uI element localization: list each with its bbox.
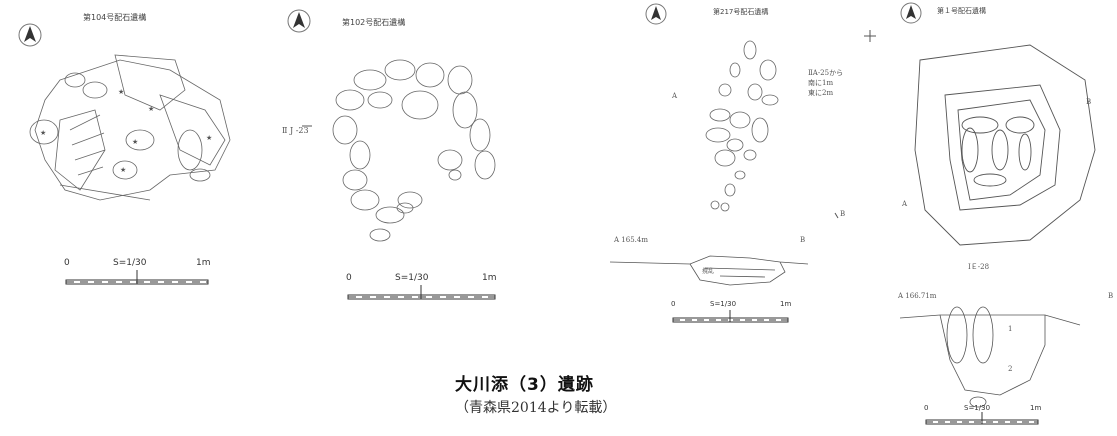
figure-caption: 大川添（3）遺跡 （青森県2014より転載） — [455, 370, 616, 417]
north-arrow-icon — [900, 2, 922, 24]
scale-end: 1m — [196, 258, 211, 268]
panel-title: 第104号配石遺構 — [83, 13, 147, 22]
scale-end: 1m — [482, 273, 497, 283]
star-mark: ★ — [206, 134, 212, 142]
location-note: 南に1m — [808, 79, 834, 87]
star-mark: ★ — [132, 138, 138, 146]
grid-label: Ⅱ J -23 — [282, 126, 309, 135]
location-note: ⅡA-25から — [808, 69, 844, 77]
section-label: B — [800, 236, 806, 244]
scale-zero: 0 — [924, 404, 929, 412]
scale-ratio: S=1/30 — [113, 258, 147, 268]
plan-label: B — [840, 210, 846, 218]
scale-bar — [347, 285, 496, 300]
location-note: 東に2m — [808, 89, 834, 97]
panel-stone-feature-102: 第102号配石遺構 Ⅱ J -23 0 S=1/30 1m — [260, 0, 560, 436]
grid-label: ⅠＥ-28 — [968, 263, 990, 271]
scale-end: 1m — [780, 300, 792, 308]
scale-zero: 0 — [346, 273, 352, 283]
panel-title: 第217号配石遺構 — [713, 8, 769, 16]
section-label: A 166.71m — [898, 292, 937, 300]
panel-stone-feature-104: ★ ★ ★ ★ ★ ★ 第104号配石遺構 0 S=1/30 1m — [0, 0, 260, 436]
feature-102-drawing — [287, 9, 496, 300]
star-mark: ★ — [118, 88, 124, 96]
panel-stone-feature-1: 第１号配石遺構 A B ⅠＥ-28 A 166.71m B 1 2 0 S=1/… — [880, 0, 1117, 436]
scale-ratio: S=1/30 — [964, 404, 991, 412]
caption-source: （青森県2014より転載） — [455, 400, 617, 416]
scale-end: 1m — [1030, 404, 1042, 412]
panel-title: 第102号配石遺構 — [342, 18, 406, 27]
panel-title: 第１号配石遺構 — [937, 7, 986, 15]
section-label: B — [1108, 292, 1114, 300]
feature-217-drawing — [609, 3, 876, 323]
plan-label: B — [1086, 98, 1092, 106]
panel-stone-feature-217: 第217号配石遺構 ⅡA-25から 南に1m 東に2m A 165.4m B A… — [600, 0, 880, 436]
caption-title: 大川添（3）遺跡 — [455, 375, 594, 395]
star-mark: ★ — [40, 129, 46, 137]
scale-zero: 0 — [64, 258, 70, 268]
north-arrow-icon — [287, 9, 311, 33]
north-arrow-icon — [18, 23, 42, 47]
plan-label: A — [672, 92, 678, 100]
section-label: A 165.4m — [614, 236, 648, 244]
feature-104-drawing: ★ ★ ★ ★ ★ ★ — [18, 23, 231, 285]
layer-label: 2 — [1008, 365, 1013, 373]
star-mark: ★ — [120, 166, 126, 174]
plan-label: A — [902, 200, 908, 208]
layer-label: 1 — [1008, 325, 1013, 333]
scale-ratio: S=1/30 — [395, 273, 429, 283]
scale-bar — [65, 270, 209, 285]
feature-1-drawing — [899, 2, 1096, 425]
scale-bar — [925, 412, 1039, 425]
north-arrow-icon — [645, 3, 667, 25]
scale-zero: 0 — [671, 300, 676, 308]
scale-ratio: S=1/30 — [710, 300, 737, 308]
disturbed-label: 撹乱 — [702, 268, 715, 275]
star-mark: ★ — [148, 105, 154, 113]
scale-bar — [672, 310, 789, 323]
